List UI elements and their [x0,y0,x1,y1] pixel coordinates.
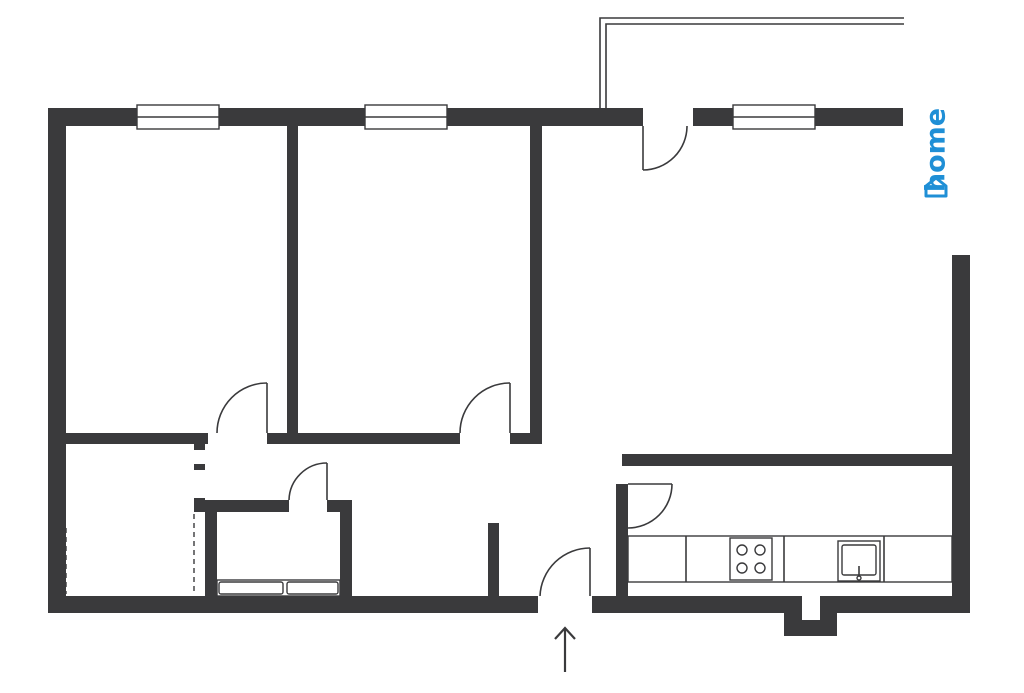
door-bathroom [288,462,328,501]
house-icon [924,176,948,198]
door-balcony [642,125,688,171]
dashed-partitions [65,514,195,594]
window-bedroom-right [364,104,448,130]
stove [729,537,773,581]
house-icon-shape [924,176,948,198]
kitchen-counter [627,535,953,583]
window-living-room [732,104,816,130]
arrow-up-icon [554,626,576,672]
doors [216,125,688,597]
windows [136,104,816,130]
kitchen-sink [837,540,881,582]
interior-walls [66,126,952,596]
window-bedroom-left [136,104,220,130]
bathtub [216,579,341,597]
door-kitchen [627,483,673,529]
door-bedroom-right [459,382,511,434]
door-entrance [539,547,591,597]
door-bedroom-left [216,382,268,434]
balcony [599,17,904,108]
brand-logo-text: home [920,107,952,193]
